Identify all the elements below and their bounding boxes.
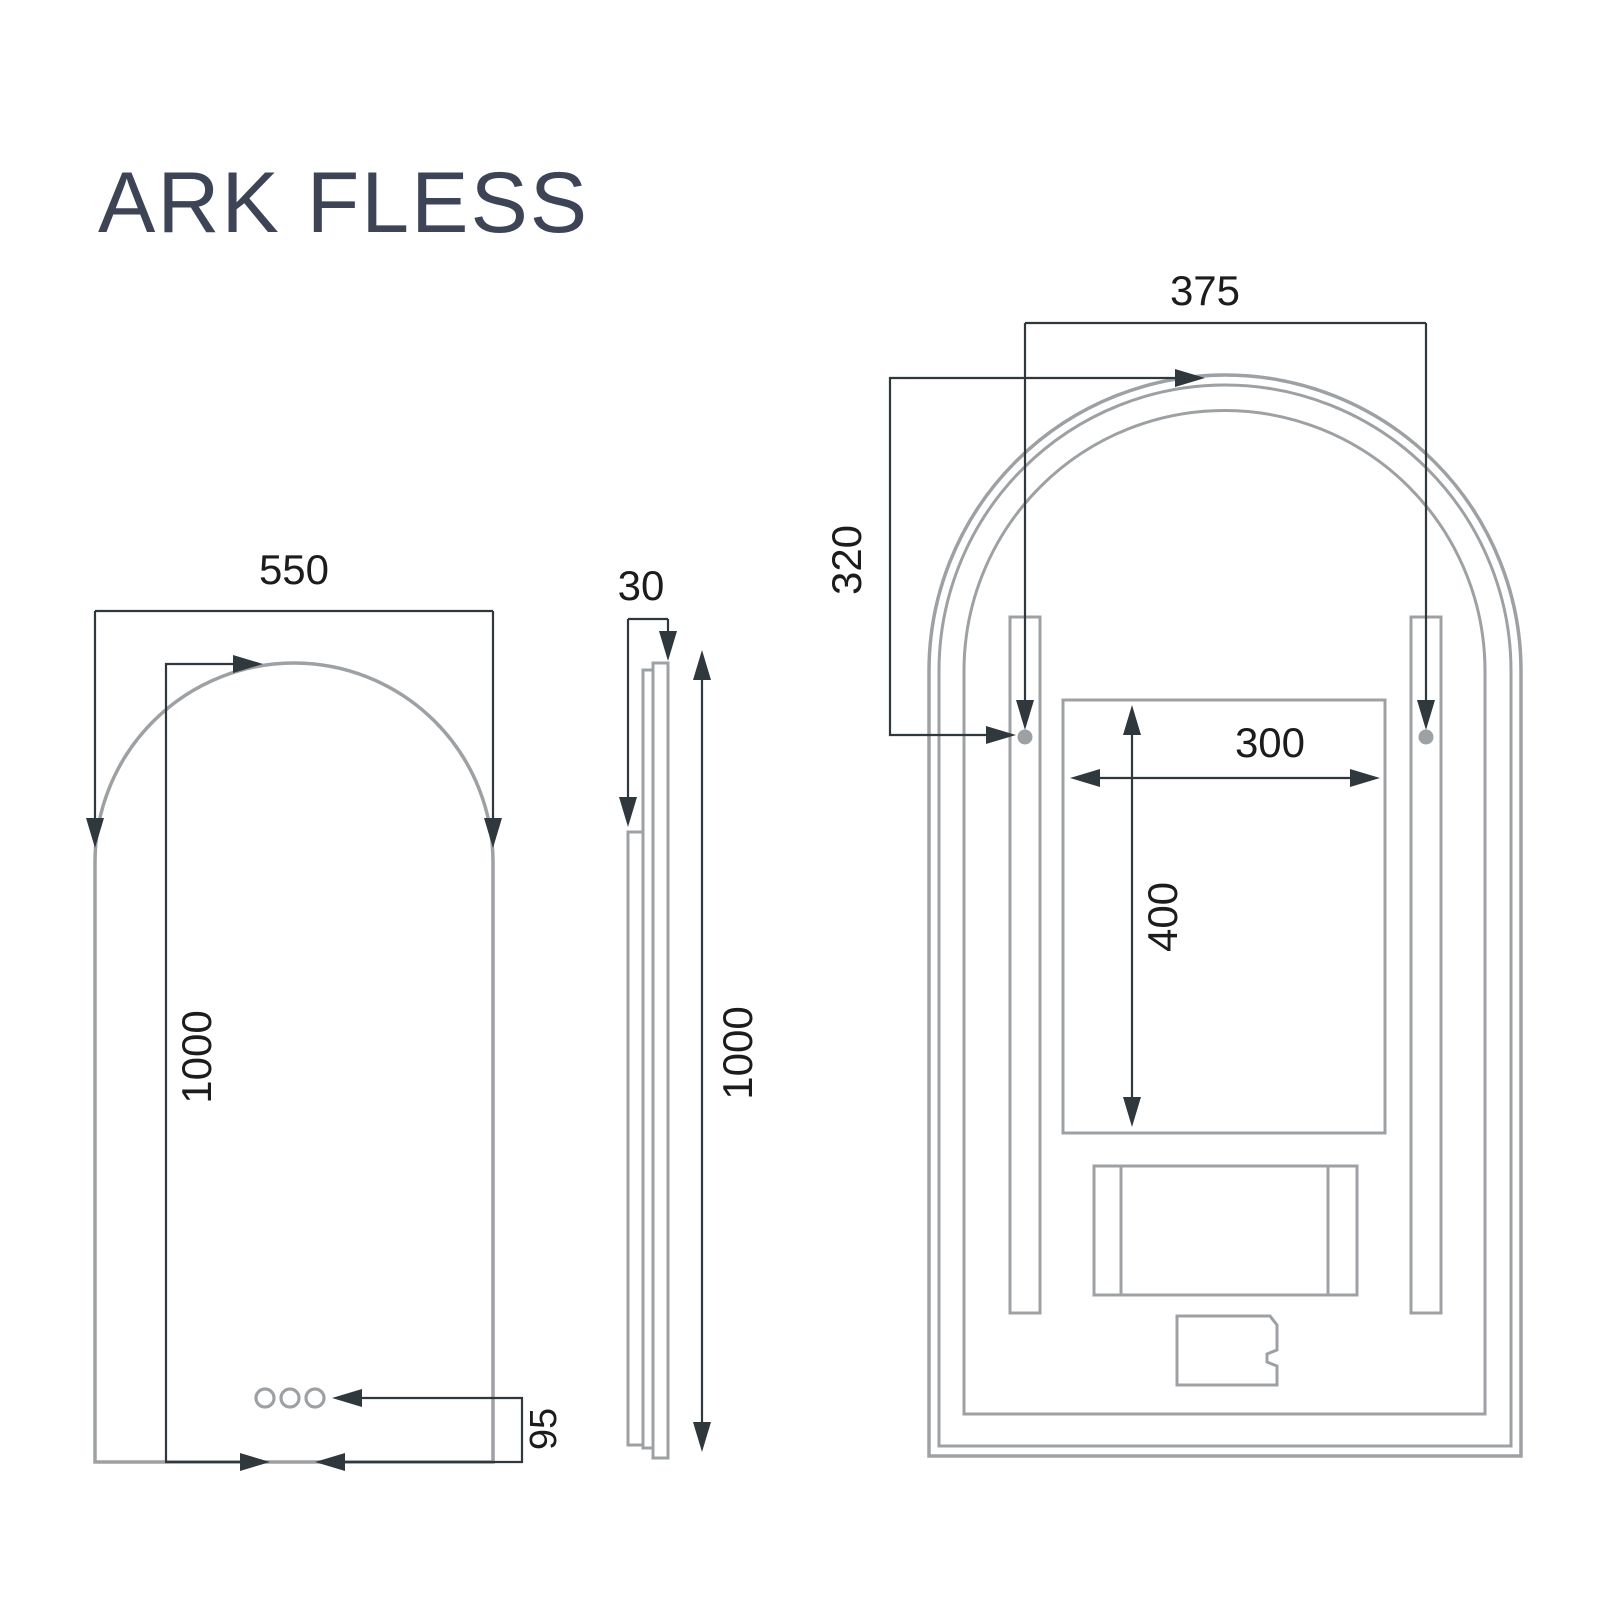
front-buttons-offset-label: 95: [523, 1408, 565, 1450]
front-view: 550 1000 95: [86, 546, 565, 1471]
back-hanger-span-label: 375: [1170, 267, 1240, 314]
touch-button: [279, 1387, 301, 1409]
right-mount-point: [1418, 729, 1434, 745]
side-glass-layer: [651, 661, 670, 1460]
back-zone-height-dimension: 400: [1123, 705, 1186, 1127]
side-height-label: 1000: [714, 1006, 761, 1099]
touch-buttons: [254, 1387, 326, 1409]
back-middle-outline: [937, 383, 1513, 1448]
front-buttons-offset-dimension: 95: [315, 1389, 565, 1471]
front-mirror-outline: [93, 661, 495, 1464]
back-zone-width-label: 300: [1235, 719, 1305, 766]
left-mount-point: [1017, 729, 1033, 745]
touch-button: [254, 1387, 276, 1409]
front-width-dimension: 550: [86, 546, 502, 848]
junction-box: [1175, 1314, 1279, 1387]
side-thickness-label: 30: [618, 562, 665, 609]
back-top-to-hanger-label: 320: [823, 525, 870, 595]
touch-button: [304, 1387, 326, 1409]
back-inner-outline: [962, 409, 1487, 1416]
side-thickness-dimension: 30: [618, 562, 677, 827]
back-top-to-hanger-dimension: 320: [823, 369, 1205, 744]
back-outer-outline: [927, 373, 1523, 1458]
mounting-zone-rect: [1061, 698, 1387, 1135]
side-height-dimension: 1000: [693, 650, 761, 1452]
page-title: ARK FLESS: [98, 155, 589, 251]
front-width-label: 550: [259, 546, 329, 593]
back-zone-height-label: 400: [1139, 882, 1186, 952]
front-height-label: 1000: [173, 1010, 220, 1103]
back-zone-width-dimension: 300: [1070, 719, 1380, 787]
led-driver-box: [1092, 1164, 1359, 1297]
back-hanger-span-dimension: 375: [1016, 267, 1435, 730]
front-height-dimension: 1000: [164, 655, 270, 1471]
back-view: 375 320 300 400: [823, 267, 1523, 1458]
side-view: 30 1000: [618, 562, 761, 1460]
